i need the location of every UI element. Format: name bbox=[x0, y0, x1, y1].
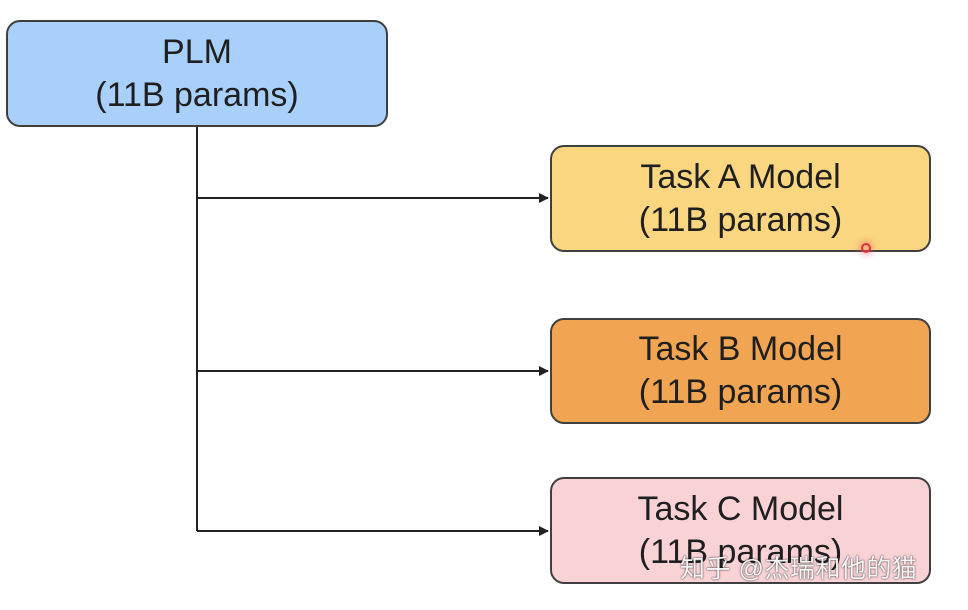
plm-node-title: PLM bbox=[162, 32, 232, 71]
plm-node-params: (11B params) bbox=[95, 75, 299, 114]
task-a-node-title: Task A Model bbox=[640, 157, 841, 196]
pointer-highlight-dot bbox=[861, 243, 871, 253]
task-b-node-params: (11B params) bbox=[638, 373, 843, 411]
task-a-model-node: Task A Model (11B params) bbox=[550, 145, 931, 252]
task-a-node-params: (11B params) bbox=[638, 200, 843, 239]
task-c-model-node: Task C Model (11B params) bbox=[550, 477, 931, 584]
task-c-node-title: Task C Model bbox=[637, 489, 844, 528]
task-b-node-title: Task B Model bbox=[638, 330, 843, 368]
plm-node: PLM (11B params) bbox=[6, 20, 388, 127]
watermark-text: 知乎 @杰瑞和他的猫 bbox=[680, 555, 918, 583]
task-b-model-node: Task B Model (11B params) bbox=[550, 318, 931, 424]
task-c-node-params: (11B params) bbox=[638, 532, 843, 571]
